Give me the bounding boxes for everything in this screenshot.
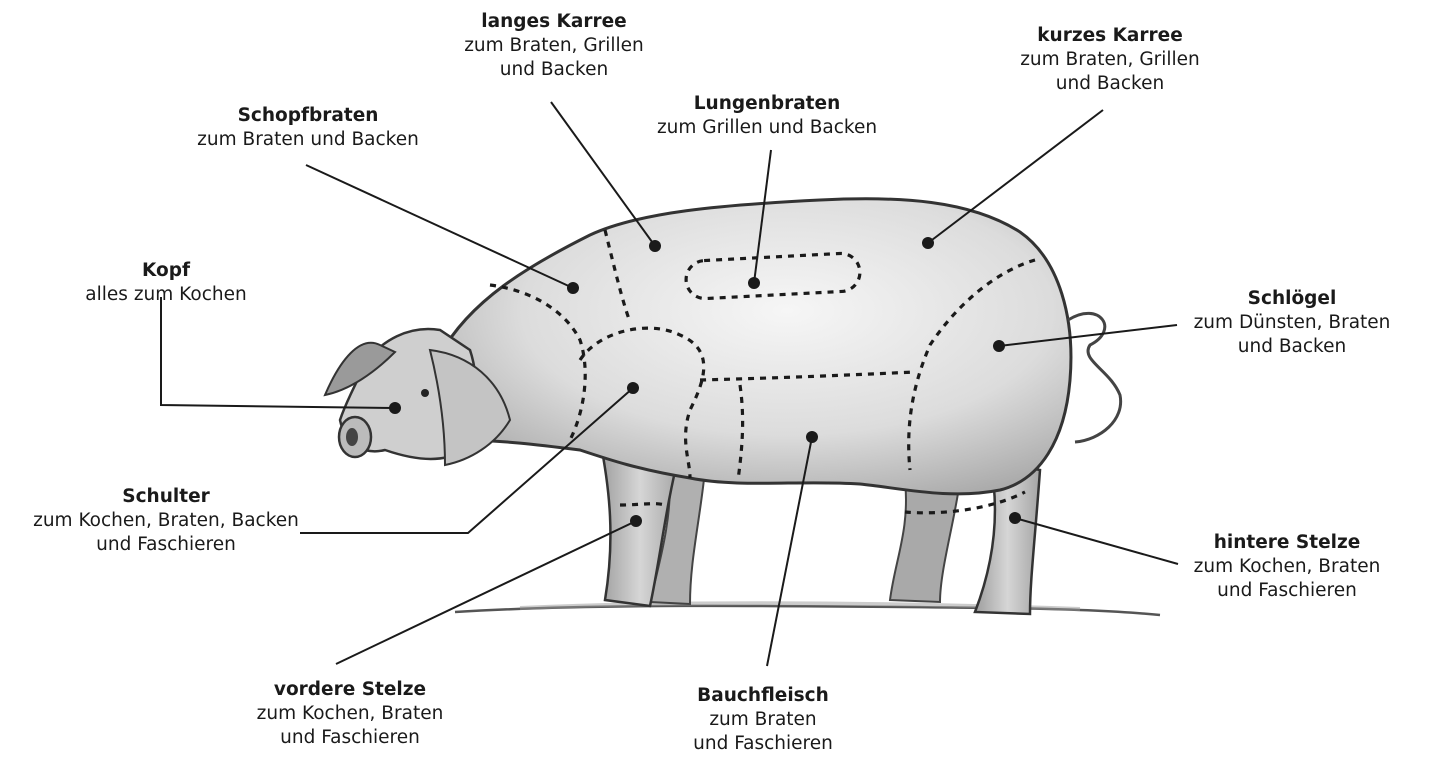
- cut-usage: und Faschieren: [693, 732, 833, 756]
- marker-langes-karree: [649, 240, 661, 252]
- cut-title: Schlögel: [1194, 287, 1391, 311]
- cut-usage: zum Kochen, Braten: [257, 702, 444, 726]
- cut-usage: und Faschieren: [257, 726, 444, 750]
- cut-usage: und Faschieren: [33, 533, 299, 557]
- label-bauchfleisch: Bauchfleisch zum Braten und Faschieren: [693, 684, 833, 756]
- cut-usage: zum Braten und Backen: [197, 128, 419, 152]
- cut-usage: zum Braten, Grillen: [1020, 48, 1200, 72]
- pig-body: [440, 199, 1071, 494]
- cut-title: Schulter: [33, 485, 299, 509]
- cut-usage: zum Braten: [693, 708, 833, 732]
- cut-usage: und Backen: [1194, 335, 1391, 359]
- label-lungenbraten: Lungenbraten zum Grillen und Backen: [657, 92, 877, 140]
- cut-usage: zum Kochen, Braten, Backen: [33, 509, 299, 533]
- cut-title: hintere Stelze: [1194, 531, 1381, 555]
- leader-langes-karree: [551, 102, 655, 246]
- marker-schopfbraten: [567, 282, 579, 294]
- cut-title: Schopfbraten: [197, 104, 419, 128]
- nostril: [346, 428, 358, 446]
- label-hintere-stelze: hintere Stelze zum Kochen, Braten und Fa…: [1194, 531, 1381, 603]
- marker-schloegel: [993, 340, 1005, 352]
- marker-kopf: [389, 402, 401, 414]
- far-hind-leg: [890, 480, 960, 602]
- cut-title: Lungenbraten: [657, 92, 877, 116]
- cut-usage: und Backen: [464, 58, 644, 82]
- eye: [421, 389, 429, 397]
- label-schopfbraten: Schopfbraten zum Braten und Backen: [197, 104, 419, 152]
- cut-title: Bauchfleisch: [693, 684, 833, 708]
- cut-usage: und Backen: [1020, 72, 1200, 96]
- label-schloegel: Schlögel zum Dünsten, Braten und Backen: [1194, 287, 1391, 359]
- cut-usage: und Faschieren: [1194, 579, 1381, 603]
- label-kopf: Kopf alles zum Kochen: [85, 259, 246, 307]
- label-vordere-stelze: vordere Stelze zum Kochen, Braten und Fa…: [257, 678, 444, 750]
- leader-vordere-stelze: [336, 521, 636, 664]
- leader-kurzes-karree: [928, 110, 1103, 243]
- cut-usage: alles zum Kochen: [85, 283, 246, 307]
- cut-title: kurzes Karree: [1020, 24, 1200, 48]
- cut-title: vordere Stelze: [257, 678, 444, 702]
- marker-lungenbraten: [748, 277, 760, 289]
- label-kurzes-karree: kurzes Karree zum Braten, Grillen und Ba…: [1020, 24, 1200, 96]
- leader-hintere-stelze: [1015, 518, 1178, 564]
- cut-title: langes Karree: [464, 10, 644, 34]
- cut-usage: zum Dünsten, Braten: [1194, 311, 1391, 335]
- label-schulter: Schulter zum Kochen, Braten, Backen und …: [33, 485, 299, 557]
- marker-kurzes-karree: [922, 237, 934, 249]
- marker-vordere-stelze: [630, 515, 642, 527]
- cut-title: Kopf: [85, 259, 246, 283]
- cut-usage: zum Grillen und Backen: [657, 116, 877, 140]
- marker-bauchfleisch: [806, 431, 818, 443]
- cut-usage: zum Braten, Grillen: [464, 34, 644, 58]
- label-langes-karree: langes Karree zum Braten, Grillen und Ba…: [464, 10, 644, 82]
- cut-usage: zum Kochen, Braten: [1194, 555, 1381, 579]
- marker-schulter: [627, 382, 639, 394]
- leader-schopfbraten: [306, 165, 573, 288]
- marker-hintere-stelze: [1009, 512, 1021, 524]
